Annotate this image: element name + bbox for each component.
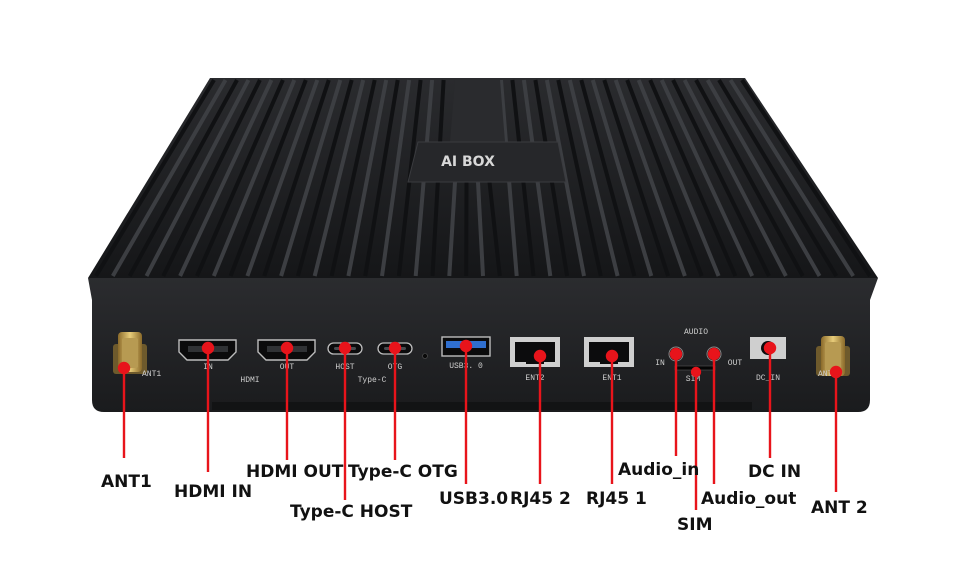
panel-label-audio-group: AUDIO — [684, 328, 708, 337]
callout-ant2: ANT 2 — [811, 500, 868, 517]
callout-rj45-1: RJ45 1 — [586, 491, 647, 508]
marker-dc-in — [765, 343, 775, 353]
marker-ant1 — [119, 363, 129, 373]
marker-ant2 — [831, 367, 841, 377]
callout-ant1: ANT1 — [101, 474, 152, 491]
marker-typec-otg — [390, 343, 400, 353]
marker-typec-host — [340, 343, 350, 353]
callout-hdmi-in: HDMI IN — [174, 484, 252, 501]
heatsink-centre-channel — [450, 80, 505, 142]
panel-label-audio-out: OUT — [728, 359, 743, 368]
panel-bottom-lip — [212, 402, 752, 410]
panel-label-audio-in: IN — [655, 359, 665, 368]
callout-rj45-2: RJ45 2 — [510, 491, 571, 508]
marker-usb3 — [461, 341, 471, 351]
panel-label-hdmi-group: HDMI — [240, 376, 259, 385]
brand-label: AI BOX — [441, 154, 495, 170]
panel-label-ent2: ENT2 — [525, 374, 544, 383]
marker-audio-out — [709, 349, 719, 359]
callout-usb3: USB3.0 — [439, 491, 508, 508]
marker-rj45-1 — [607, 351, 617, 361]
panel-label-typec-group: Type-C — [358, 376, 387, 385]
marker-audio-in — [671, 349, 681, 359]
callout-audio-out: Audio_out — [701, 491, 796, 508]
callout-typec-otg: Type-C OTG — [348, 464, 458, 481]
marker-rj45-2 — [535, 351, 545, 361]
callout-audio-in: Audio_in — [618, 462, 699, 479]
callout-sim: SIM — [677, 517, 713, 534]
callout-hdmi-out: HDMI OUT — [246, 464, 343, 481]
callout-typec-host: Type-C HOST — [290, 504, 412, 521]
callout-dc-in: DC IN — [748, 464, 801, 481]
panel-label-ant1: ANT1 — [142, 370, 161, 379]
status-led — [423, 354, 428, 359]
marker-hdmi-in — [203, 343, 213, 353]
panel-label-dc-in: DC_IN — [756, 374, 780, 383]
marker-sim — [692, 368, 700, 376]
rj45-2-port — [510, 337, 560, 367]
marker-hdmi-out — [282, 343, 292, 353]
